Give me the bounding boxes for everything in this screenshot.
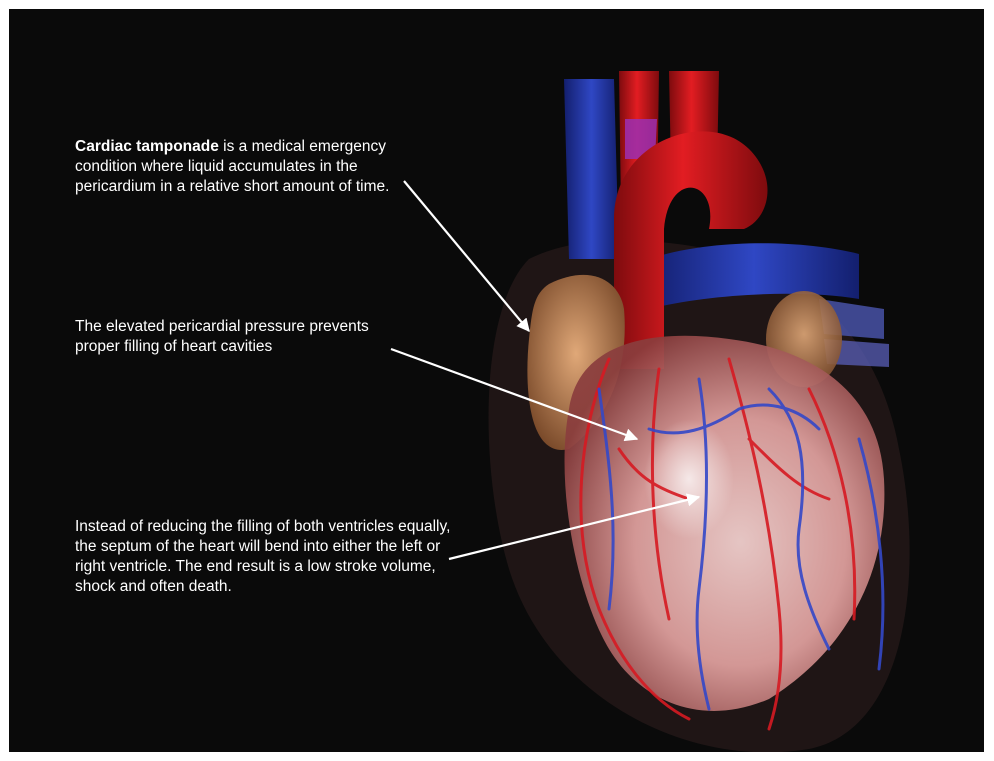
illustration-frame: Cardiac tamponade is a medical emergency… <box>9 9 984 752</box>
caption-tamponade: Cardiac tamponade is a medical emergency… <box>75 137 425 197</box>
caption-pressure: The elevated pericardial pressure preven… <box>75 317 405 357</box>
superior-vena-cava <box>564 79 619 259</box>
heart-illustration <box>9 9 984 752</box>
caption-tamponade-term: Cardiac tamponade <box>75 138 219 155</box>
caption-septum: Instead of reducing the filling of both … <box>75 517 455 597</box>
